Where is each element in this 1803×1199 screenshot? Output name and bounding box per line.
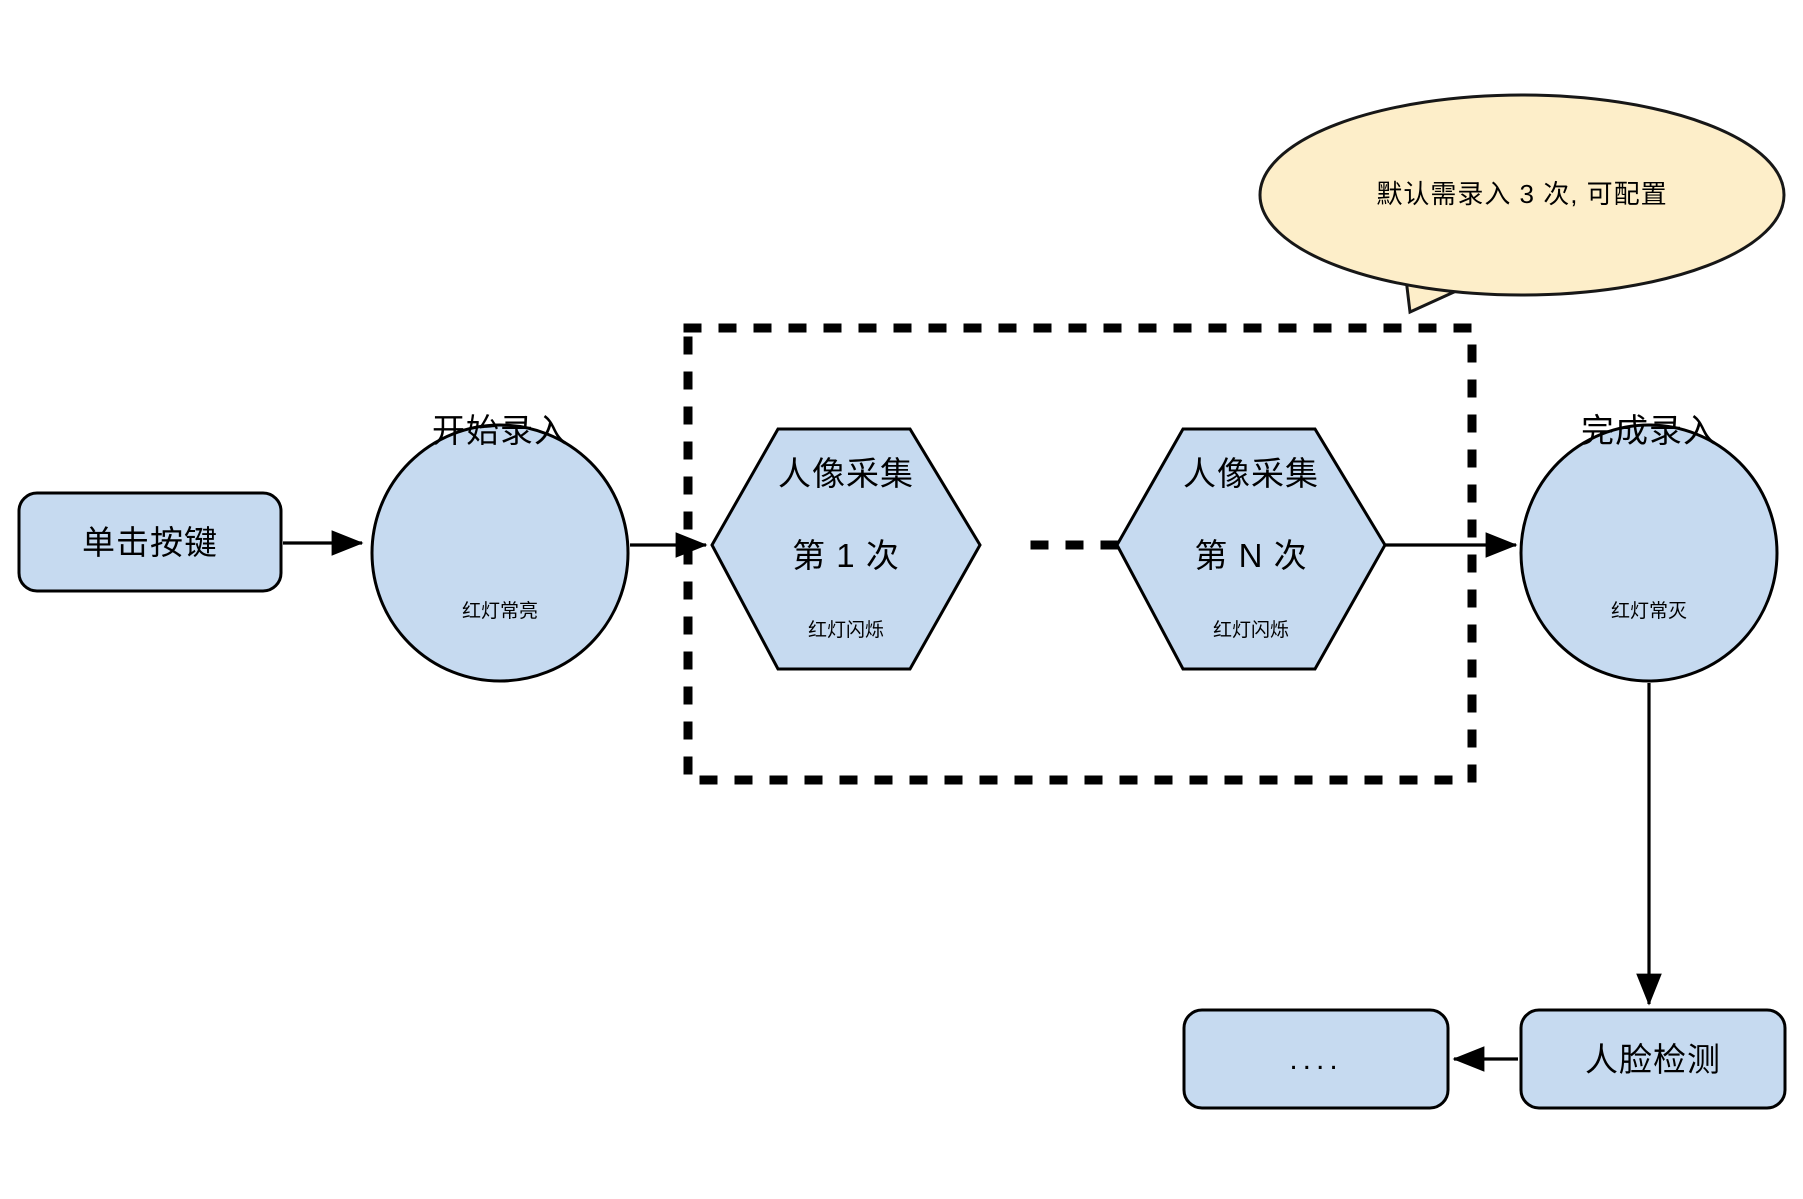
- node-finish-enroll[interactable]: [1519, 423, 1779, 683]
- node-capture-nth[interactable]: [1115, 427, 1387, 671]
- node-more-steps[interactable]: [1182, 1008, 1450, 1110]
- node-click-button[interactable]: [17, 491, 283, 593]
- node-capture-first[interactable]: [710, 427, 982, 671]
- node-start-enroll[interactable]: [370, 423, 630, 683]
- node-face-detect[interactable]: [1519, 1008, 1787, 1110]
- callout-bubble: [1258, 93, 1786, 297]
